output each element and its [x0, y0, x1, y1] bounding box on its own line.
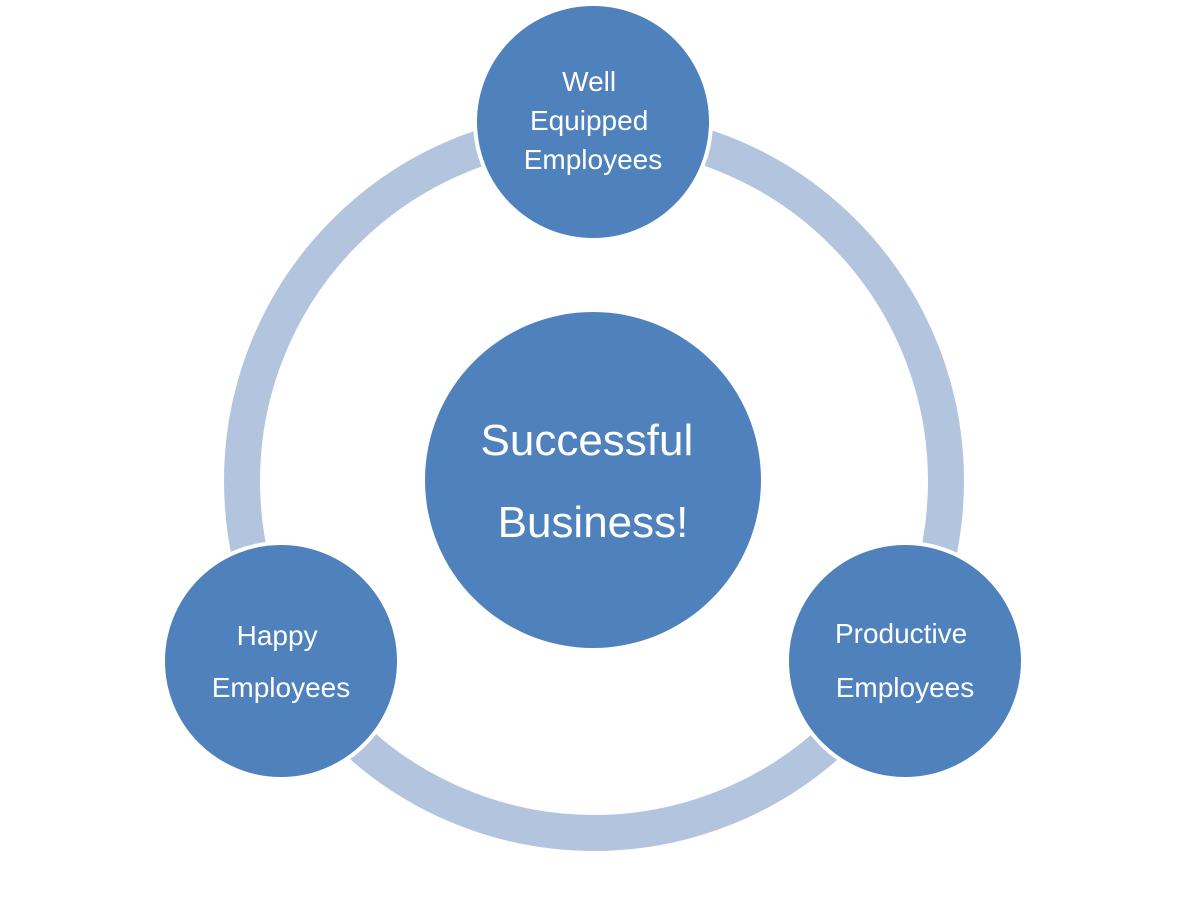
left-node-line-1: Happy: [237, 620, 318, 651]
left-node-line-2: Employees: [212, 672, 351, 703]
right-node: Productive Employees: [785, 541, 1025, 781]
top-node: Well Equipped Employees: [473, 2, 713, 242]
right-node-circle: [785, 541, 1025, 781]
right-node-line-2: Employees: [836, 672, 975, 703]
right-node-label: Productive Employees: [835, 618, 975, 703]
top-node-line-1: Well: [562, 66, 616, 97]
top-node-circle: [473, 2, 713, 242]
top-node-line-2: Equipped: [530, 105, 648, 136]
left-node-circle: [161, 541, 401, 781]
center-node-line-1: Successful: [481, 416, 694, 465]
center-node-line-2: Business!: [498, 498, 689, 547]
left-node-label: Happy Employees: [212, 620, 351, 703]
left-node: Happy Employees: [161, 541, 401, 781]
center-node-circle: [425, 312, 761, 648]
right-node-line-1: Productive: [835, 618, 967, 649]
top-node-label: Well Equipped Employees: [524, 66, 663, 175]
center-node: Successful Business!: [425, 312, 761, 648]
top-node-line-3: Employees: [524, 144, 663, 175]
center-node-label: Successful Business!: [481, 416, 706, 547]
